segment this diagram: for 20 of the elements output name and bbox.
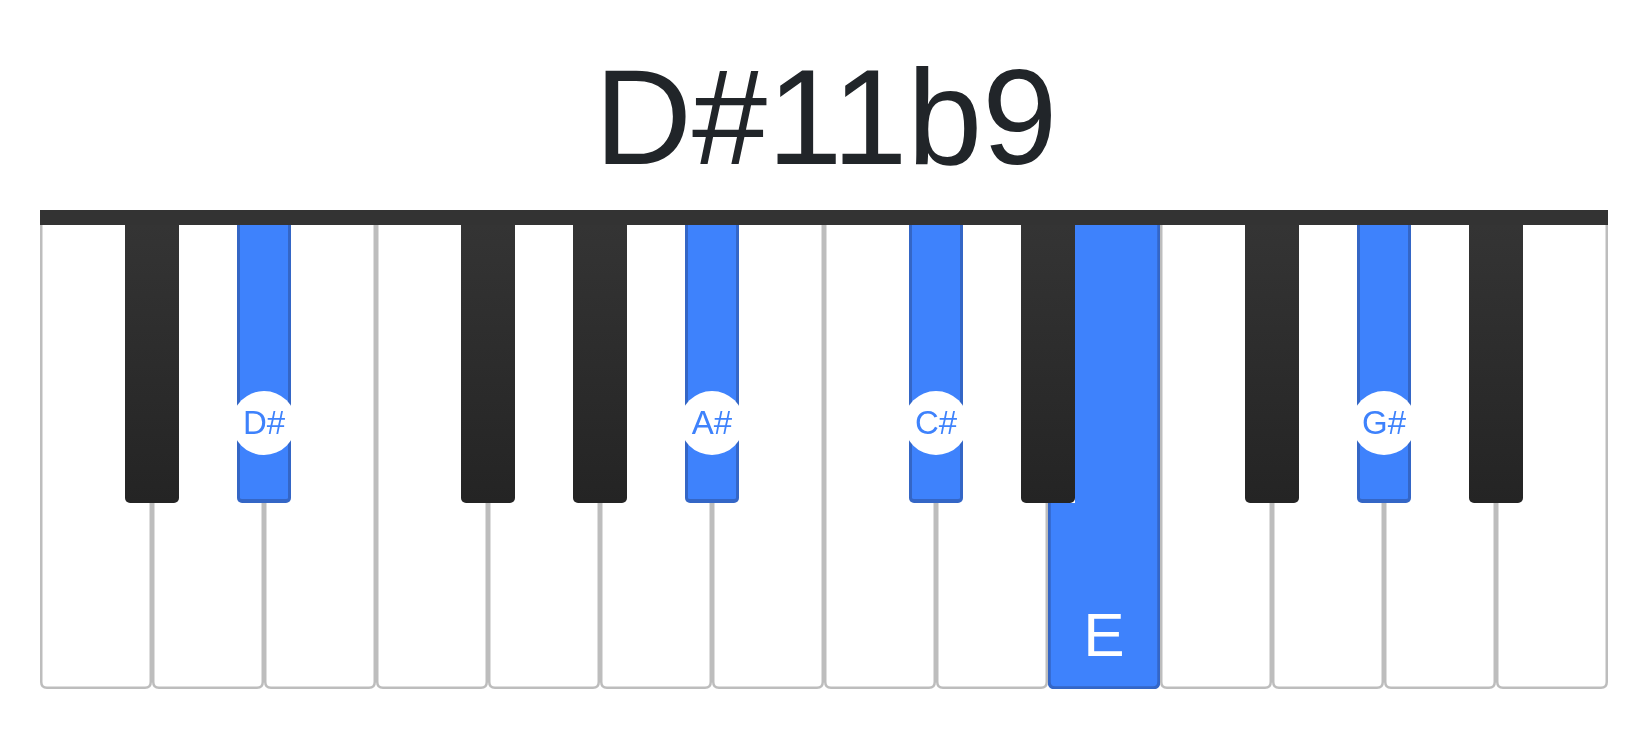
sharp-key: [1021, 225, 1075, 503]
keyboard-top-rail: [40, 210, 1608, 225]
note-label: E: [1083, 604, 1125, 666]
natural-key: [40, 225, 152, 689]
natural-key: [488, 503, 600, 689]
sharp-key: [573, 225, 627, 503]
chord-title: D#11b9: [594, 50, 1058, 185]
natural-key: [1160, 225, 1272, 689]
sharp-key: [1469, 225, 1523, 503]
sharp-key: [125, 225, 179, 503]
natural-key: [600, 503, 712, 689]
sharp-key: [1245, 225, 1299, 503]
natural-key: [376, 225, 488, 689]
natural-key: [152, 503, 264, 689]
sharp-key: [461, 225, 515, 503]
natural-key: [1384, 503, 1496, 689]
natural-key: [1496, 225, 1608, 689]
natural-key: [936, 503, 1048, 689]
highlighted-natural-key: [1048, 225, 1160, 689]
natural-key: [1272, 503, 1384, 689]
